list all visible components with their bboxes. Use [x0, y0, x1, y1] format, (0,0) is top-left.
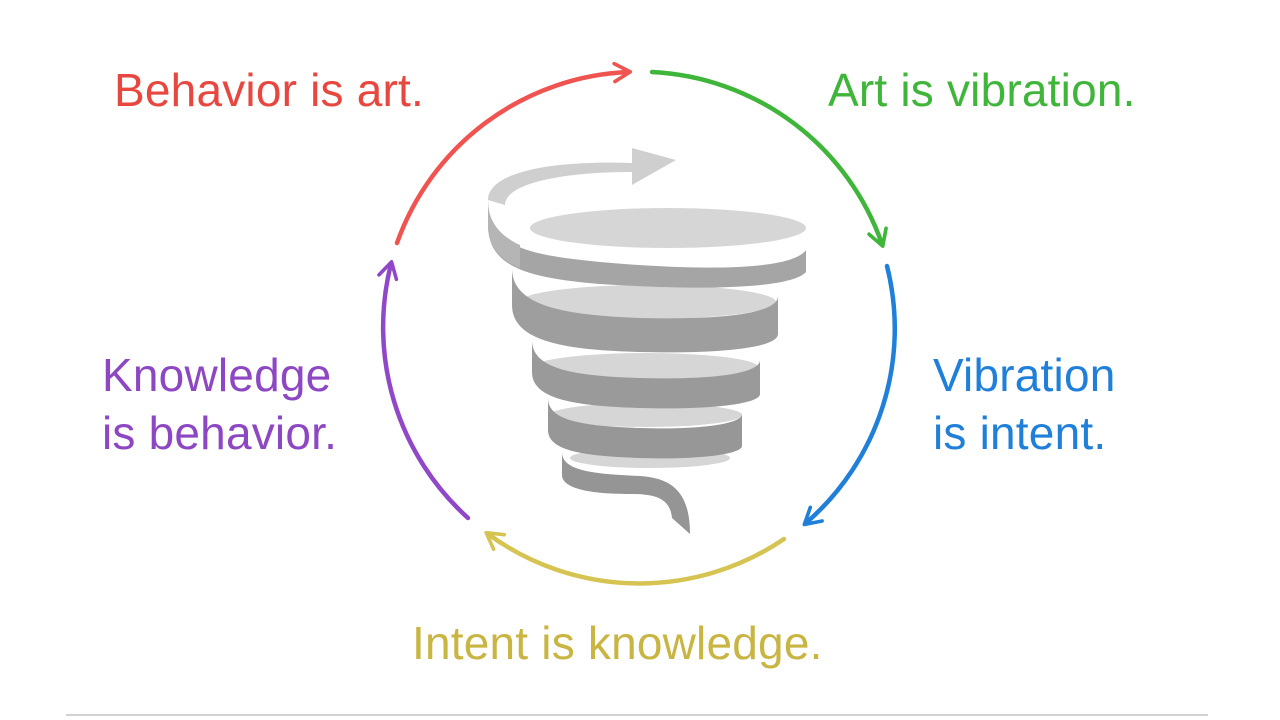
- statement-line: Behavior is art.: [114, 64, 424, 116]
- statement-line: Intent is knowledge.: [412, 617, 823, 669]
- arrow-vibration-to-intent: [802, 263, 898, 527]
- arrow-intent-to-knowledge: [484, 530, 787, 586]
- statement-line: is behavior.: [102, 407, 338, 459]
- statement-line: Art is vibration.: [828, 64, 1136, 116]
- statement-art-is-vibration: Art is vibration.: [828, 61, 1136, 119]
- statement-line: Knowledge: [102, 349, 332, 401]
- statement-intent-is-knowledge: Intent is knowledge.: [412, 614, 823, 672]
- tornado-spiral-icon: [488, 148, 806, 534]
- arrow-art-to-vibration: [649, 69, 888, 248]
- statement-line: Vibration: [933, 349, 1116, 401]
- arrow-behavior-to-art: [394, 61, 633, 246]
- statement-vibration-is-intent: Vibration is intent.: [933, 346, 1116, 462]
- statement-knowledge-is-behavior: Knowledge is behavior.: [102, 346, 337, 462]
- statement-behavior-is-art: Behavior is art.: [114, 61, 424, 119]
- arrow-knowledge-to-behavior: [377, 260, 471, 521]
- bottom-divider: [66, 714, 1208, 716]
- statement-line: is intent.: [933, 407, 1107, 459]
